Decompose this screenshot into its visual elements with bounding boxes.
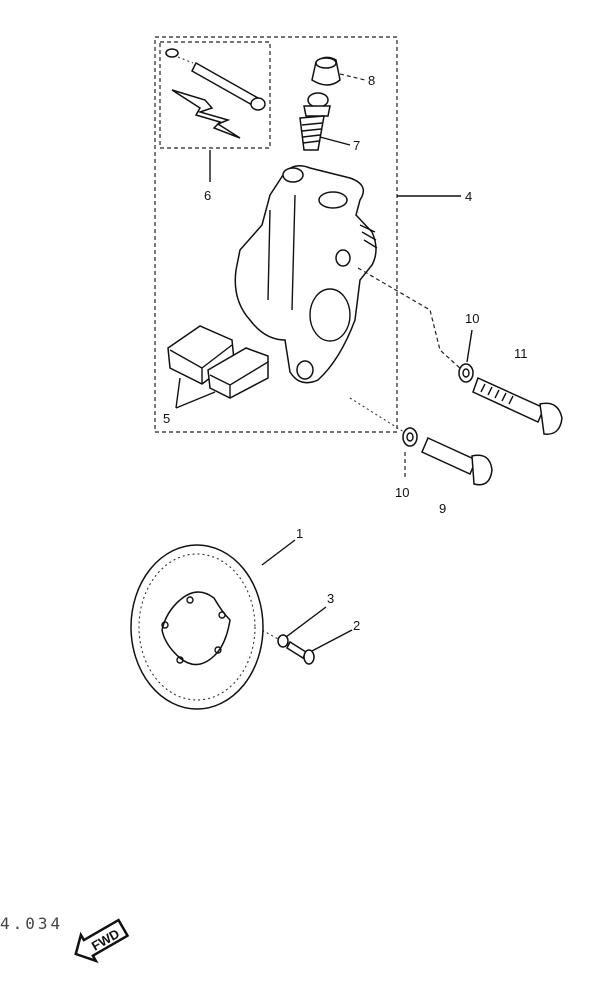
callout-11: 11 — [514, 346, 528, 361]
bolt-upper — [472, 376, 563, 435]
callout-8: 8 — [368, 73, 375, 88]
page-code: 4.034 — [0, 914, 63, 933]
callout-10-upper: 10 — [465, 311, 479, 326]
washer-lower — [402, 427, 418, 447]
pad-kit-box — [159, 41, 271, 149]
bolt-disc — [286, 640, 315, 665]
washer-disc — [277, 634, 289, 648]
callout-5: 5 — [163, 411, 170, 426]
brake-disc — [130, 544, 264, 710]
callout-10-lower: 10 — [395, 485, 409, 500]
bolt-lower — [421, 436, 493, 486]
fwd-arrow-icon: FWD — [74, 918, 130, 964]
bleed-screw — [299, 92, 331, 151]
brake-pads — [167, 325, 269, 399]
callout-3: 3 — [327, 591, 334, 606]
callout-6: 6 — [204, 188, 211, 203]
callout-7: 7 — [353, 138, 360, 153]
bleed-cap — [311, 56, 341, 86]
callout-4: 4 — [465, 189, 472, 204]
callout-2: 2 — [353, 618, 360, 633]
pad-pin-kit — [165, 48, 266, 139]
leader-lines — [175, 73, 473, 653]
washer-upper — [458, 363, 474, 383]
callout-1: 1 — [296, 526, 303, 541]
caliper-assembly-box — [154, 36, 398, 433]
caliper-body — [234, 165, 378, 384]
callout-9: 9 — [439, 501, 446, 516]
